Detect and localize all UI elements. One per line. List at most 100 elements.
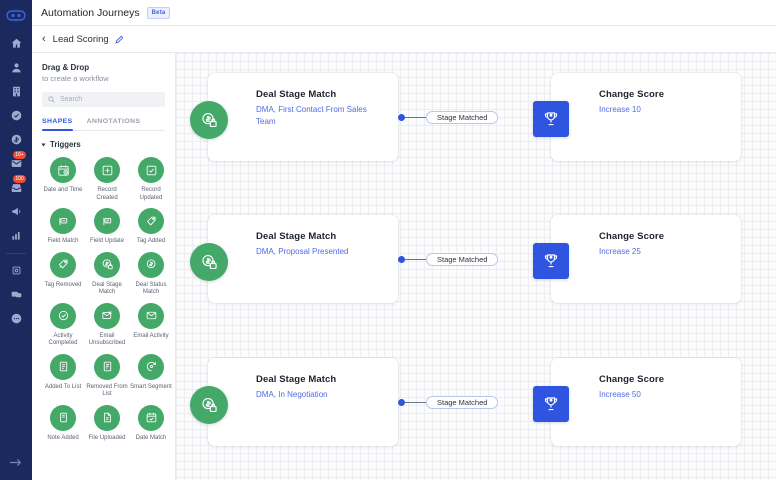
rail-divider <box>6 253 26 254</box>
deal-status-icon <box>138 251 164 278</box>
shape-date-match[interactable]: Date Match <box>130 404 172 443</box>
link-logo-icon[interactable] <box>5 6 27 24</box>
shape-email-activity[interactable]: Email Activity <box>130 302 172 348</box>
chevron-down-icon <box>41 143 46 146</box>
rail-item-more[interactable] <box>4 307 28 329</box>
shape-label: Email Unsubscribed <box>88 332 126 347</box>
beta-badge: Beta <box>146 6 171 19</box>
smart-segment-icon <box>138 353 164 380</box>
search-input[interactable]: Search <box>42 92 165 107</box>
shape-removed-from-list[interactable]: Removed From List <box>86 353 128 399</box>
rail-item-chat[interactable] <box>4 283 28 305</box>
rail-item-deals[interactable] <box>4 128 28 150</box>
record-plus-icon <box>94 157 120 183</box>
trigger-text: Deal Stage Match DMA, In Negotiation <box>208 358 398 401</box>
shape-label: Tag Added <box>136 238 166 244</box>
action-text: Change Score Increase 10 <box>551 73 741 116</box>
shape-label: Deal Status Match <box>135 281 167 296</box>
action-text: Change Score Increase 25 <box>551 215 741 258</box>
node-title: Deal Stage Match <box>256 89 337 100</box>
email-unsub-icon <box>94 302 120 329</box>
trigger-node[interactable]: Deal Stage Match DMA, First Contact From… <box>190 73 398 161</box>
tag-minus-icon <box>50 251 76 278</box>
primary-nav-rail: 10+ 100 <box>0 0 32 480</box>
shape-tag-added[interactable]: Tag Added <box>130 208 172 246</box>
rail-expand-button[interactable] <box>0 457 32 468</box>
connector-line <box>405 117 427 118</box>
connector[interactable]: Stage Matched <box>398 111 553 125</box>
rail-item-reports[interactable] <box>4 224 28 246</box>
pencil-icon[interactable] <box>115 35 124 44</box>
shape-label: Date Match <box>135 434 167 441</box>
connector-line <box>405 259 427 260</box>
shape-activity-completed[interactable]: Activity Completed <box>42 302 84 348</box>
rail-item-email[interactable]: 10+ <box>4 151 28 174</box>
trigger-node[interactable]: Deal Stage Match DMA, In Negotiation <box>190 358 398 446</box>
connector-label[interactable]: Stage Matched <box>426 253 499 266</box>
trigger-text: Deal Stage Match DMA, Proposal Presented <box>208 215 398 258</box>
deal-stage-icon <box>190 243 228 281</box>
tab-annotations[interactable]: ANNOTATIONS <box>86 118 141 125</box>
group-triggers[interactable]: Triggers <box>41 140 165 149</box>
connector[interactable]: Stage Matched <box>398 396 553 410</box>
shape-record-updated[interactable]: Record Updated <box>130 157 172 202</box>
shape-record-created[interactable]: Record Created <box>86 157 128 202</box>
trigger-text: Deal Stage Match DMA, First Contact From… <box>208 73 398 128</box>
inbox-badge: 100 <box>13 175 26 183</box>
flow-row: Deal Stage Match DMA, Proposal Presented… <box>176 209 776 309</box>
node-subtitle: Increase 10 <box>599 105 641 114</box>
action-text: Change Score Increase 50 <box>551 358 741 401</box>
node-title: Change Score <box>599 231 665 242</box>
rail-item-companies[interactable] <box>4 80 28 102</box>
journey-name: Lead Scoring <box>52 33 109 45</box>
rail-item-contacts[interactable] <box>4 56 28 78</box>
trigger-node[interactable]: Deal Stage Match DMA, Proposal Presented <box>190 215 398 303</box>
chevron-left-icon[interactable]: ‹ <box>42 32 46 45</box>
shape-file-uploaded[interactable]: File Uploaded <box>86 404 128 443</box>
connector-line <box>405 402 427 403</box>
connector-dot[interactable] <box>398 256 405 263</box>
shape-field-update[interactable]: Field Update <box>86 208 128 246</box>
shape-smart-segment[interactable]: Smart Segment <box>130 353 172 399</box>
calendar-clock-icon <box>50 157 76 183</box>
node-subtitle: DMA, Proposal Presented <box>256 247 349 256</box>
journey-canvas[interactable]: Deal Stage Match DMA, First Contact From… <box>176 53 776 480</box>
action-node[interactable]: Change Score Increase 25 <box>533 215 741 303</box>
shape-deal-stage-match[interactable]: Deal Stage Match <box>86 251 128 297</box>
connector[interactable]: Stage Matched <box>398 253 553 267</box>
rail-item-home[interactable] <box>4 32 28 54</box>
shape-label: Email Activity <box>133 332 169 339</box>
deal-stage-icon <box>190 101 228 139</box>
node-subtitle: DMA, In Negotiation <box>256 390 328 399</box>
shape-added-to-list[interactable]: Added To List <box>42 353 84 399</box>
shape-note-added[interactable]: Note Added <box>42 404 84 443</box>
shape-field-match[interactable]: Field Match <box>42 208 84 246</box>
rail-item-automation[interactable] <box>4 259 28 281</box>
shape-label: Field Update <box>89 238 125 244</box>
node-title: Change Score <box>599 374 665 385</box>
connector-dot[interactable] <box>398 114 405 121</box>
shape-label: Removed From List <box>86 383 128 398</box>
shape-date-and-time[interactable]: Date and Time <box>42 157 84 202</box>
connector-label[interactable]: Stage Matched <box>426 111 499 124</box>
flow-row: Deal Stage Match DMA, In Negotiation Sta… <box>176 352 776 452</box>
rail-item-inbox[interactable]: 100 <box>4 175 28 198</box>
action-node[interactable]: Change Score Increase 10 <box>533 73 741 161</box>
connector-dot[interactable] <box>398 399 405 406</box>
flow-row: Deal Stage Match DMA, First Contact From… <box>176 67 776 167</box>
tab-shapes[interactable]: SHAPES <box>42 118 73 131</box>
workspace: Drag & Drop to create a workflow Search … <box>32 53 776 480</box>
shape-label: File Uploaded <box>88 434 126 441</box>
page-title: Automation Journeys <box>41 6 140 19</box>
shape-tag-removed[interactable]: Tag Removed <box>42 251 84 297</box>
email-icon <box>138 302 164 329</box>
shape-deal-status-match[interactable]: Deal Status Match <box>130 251 172 297</box>
connector-label[interactable]: Stage Matched <box>426 396 499 409</box>
shape-email-unsubscribed[interactable]: Email Unsubscribed <box>86 302 128 348</box>
rail-item-tasks[interactable] <box>4 104 28 126</box>
rail-item-campaigns[interactable] <box>4 200 28 222</box>
note-icon <box>50 404 76 431</box>
shape-label: Added To List <box>44 383 82 390</box>
action-node[interactable]: Change Score Increase 50 <box>533 358 741 446</box>
